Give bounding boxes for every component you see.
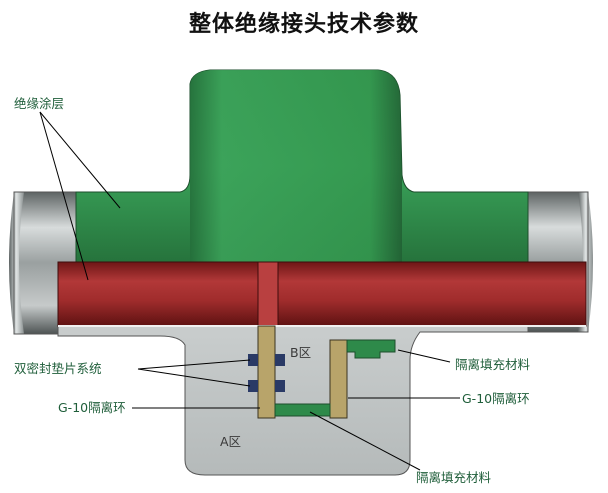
isolation-filler-channel: [274, 403, 331, 417]
label-zone-a: A区: [220, 434, 241, 449]
label-g10-ring-left: G-10隔离环: [58, 400, 126, 415]
leader-lines: [39, 111, 460, 471]
label-isolation-filler-right: 隔离填充材料: [455, 357, 531, 372]
page-title: 整体绝缘接头技术参数: [188, 12, 419, 37]
label-isolation-filler-bottom: 隔离填充材料: [416, 470, 492, 485]
g10-ring-left: [257, 325, 276, 419]
insulating-coating-body: [75, 69, 529, 263]
g10-ring-right: [329, 339, 348, 419]
seal-gaskets: [248, 354, 285, 392]
label-insulating-coating: 绝缘涂层: [14, 96, 64, 111]
label-zone-b: B区: [290, 345, 311, 360]
label-g10-ring-right: G-10隔离环: [462, 391, 530, 406]
isolation-filler-right-block: [346, 339, 396, 359]
lower-housing: [57, 325, 529, 476]
label-double-seal-gasket-system: 双密封垫片系统: [14, 361, 102, 376]
red-inner-pipe: [57, 261, 587, 327]
